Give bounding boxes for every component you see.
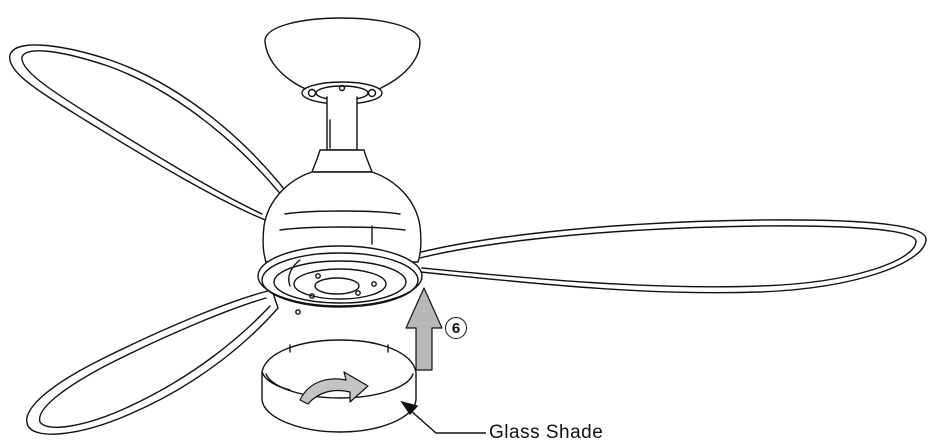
rotate-arrow-icon xyxy=(299,371,369,405)
leader-arrow-icon xyxy=(400,400,486,434)
fan-blade-left xyxy=(9,44,311,225)
motor-housing xyxy=(262,149,422,263)
fan-blade-lower xyxy=(26,289,279,435)
fan-blade-right xyxy=(405,219,927,294)
downrod xyxy=(326,96,358,151)
step-number-badge: 6 xyxy=(445,317,467,339)
glass-shade-label: Glass Shade xyxy=(489,422,604,443)
ceiling-canopy xyxy=(264,17,421,105)
motor-ring xyxy=(257,245,423,315)
up-arrow-icon xyxy=(405,287,443,371)
